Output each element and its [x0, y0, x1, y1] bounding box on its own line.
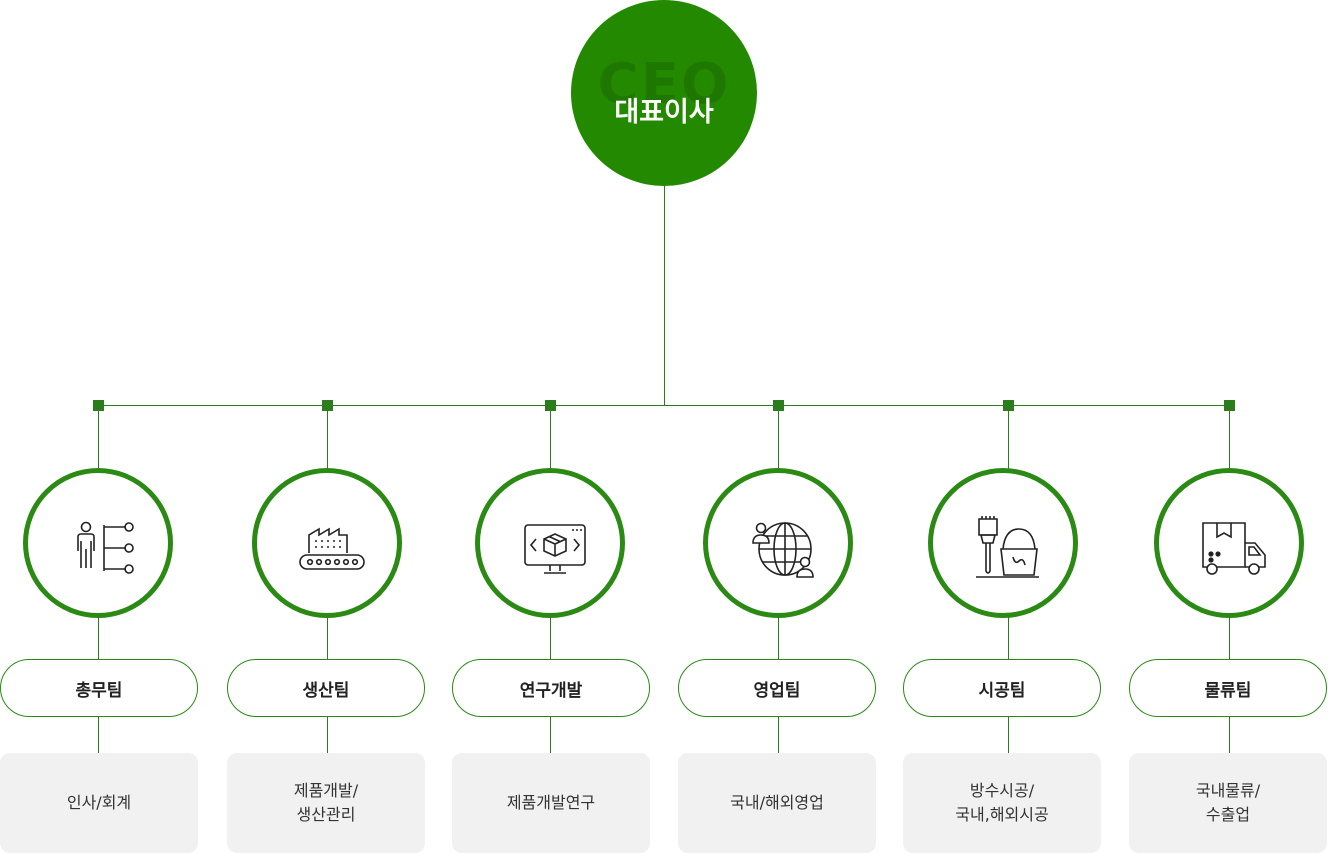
- organization-people-icon: [68, 513, 138, 583]
- connector-node: [322, 400, 333, 411]
- connector-node: [1224, 400, 1235, 411]
- ceo-node: CEO 대표이사: [571, 0, 757, 186]
- team-name-pill: 영업팀: [678, 659, 876, 717]
- ceo-watermark-text: CEO: [597, 52, 731, 117]
- team-icon-circle: [23, 468, 173, 618]
- horizontal-connector-line: [98, 405, 1230, 406]
- team-icon-circle: [252, 468, 402, 618]
- connector-node: [1003, 400, 1014, 411]
- factory-conveyor-icon: [297, 513, 367, 583]
- team-roles-box: 제품개발/ 생산관리: [227, 753, 425, 853]
- team-roles-box: 방수시공/ 국내,해외시공: [903, 753, 1101, 853]
- delivery-truck-box-icon: [1199, 513, 1269, 583]
- team-icon-circle: [1154, 468, 1304, 618]
- ceo-connector-line: [664, 186, 665, 406]
- team-name-pill: 총무팀: [0, 659, 198, 717]
- team-name-pill: 생산팀: [227, 659, 425, 717]
- team-icon-circle: [703, 468, 853, 618]
- monitor-box-code-icon: [520, 513, 590, 583]
- connector-node: [545, 400, 556, 411]
- globe-people-icon: [748, 513, 818, 583]
- team-roles-box: 인사/회계: [0, 753, 198, 853]
- team-icon-circle: [475, 468, 625, 618]
- team-name-pill: 시공팀: [903, 659, 1101, 717]
- team-icon-circle: [928, 468, 1078, 618]
- team-roles-box: 제품개발연구: [452, 753, 650, 853]
- team-name-pill: 물류팀: [1129, 659, 1327, 717]
- connector-node: [773, 400, 784, 411]
- paint-bucket-brush-icon: [973, 513, 1043, 583]
- team-roles-box: 국내/해외영업: [678, 753, 876, 853]
- ceo-title: 대표이사: [614, 97, 714, 128]
- connector-node: [93, 400, 104, 411]
- team-roles-box: 국내물류/ 수출업: [1129, 753, 1327, 853]
- team-name-pill: 연구개발: [452, 659, 650, 717]
